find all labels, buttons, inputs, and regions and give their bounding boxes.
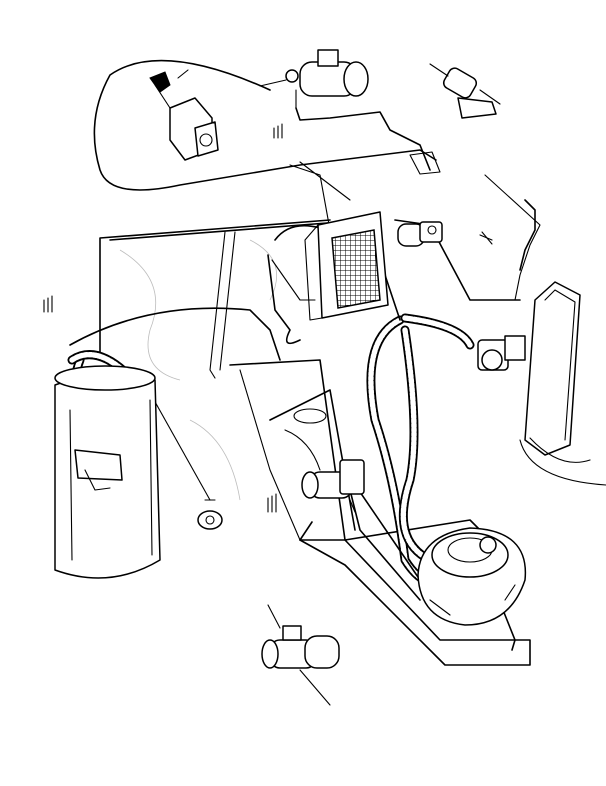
fuel-pump-top[interactable] <box>429 63 501 119</box>
solenoid-valve[interactable] <box>397 221 493 247</box>
control-switch[interactable] <box>149 69 219 161</box>
heat-exchanger[interactable] <box>304 211 389 321</box>
heater-duct[interactable] <box>519 281 606 486</box>
dosing-pump[interactable] <box>301 459 365 513</box>
vehicle-floor-outline <box>99 219 531 666</box>
wiring-harness <box>69 59 541 541</box>
blower-motor[interactable] <box>477 335 526 371</box>
tank[interactable] <box>54 365 161 579</box>
temperature-sensor[interactable] <box>197 499 223 530</box>
heater-burner[interactable] <box>417 527 527 626</box>
ignition-coil[interactable] <box>259 49 369 109</box>
dosing-pump-lower[interactable] <box>261 604 340 706</box>
ground-symbol <box>43 123 493 513</box>
